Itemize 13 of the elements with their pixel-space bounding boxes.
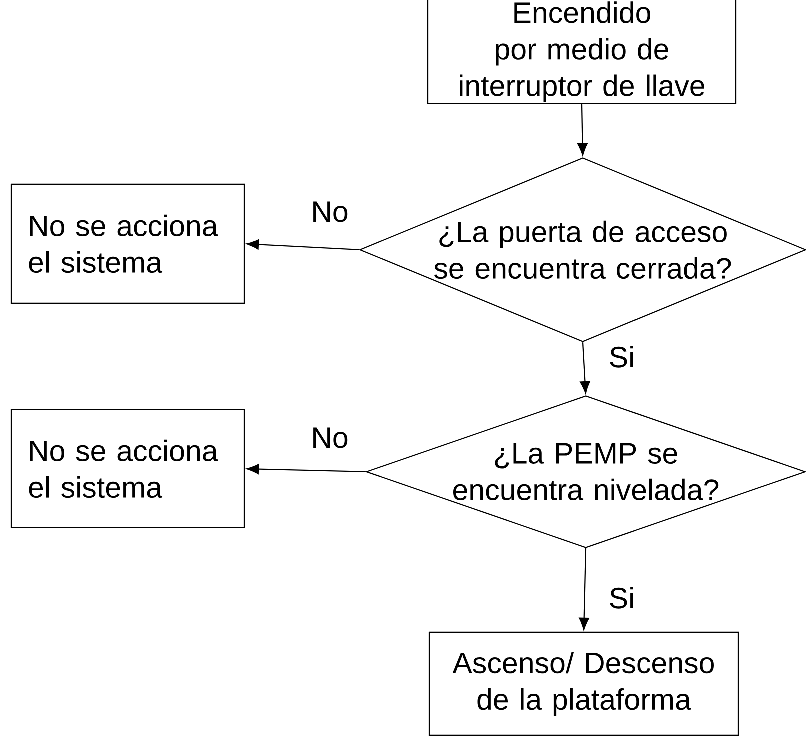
arrow <box>579 548 590 630</box>
edge-label: No <box>314 428 348 448</box>
arrow <box>578 104 588 156</box>
process-box: No se acciona el sistema <box>10 409 246 529</box>
edge-label: Si <box>610 346 634 368</box>
process-box: Ascenso/ Descenso de la plataforma <box>428 632 740 736</box>
edge-label: Si <box>610 587 634 609</box>
edge-label: No <box>314 202 348 222</box>
process-box: Encendido por medio de interruptor de llave <box>427 0 737 105</box>
arrow <box>580 342 590 394</box>
process-box: No se acciona el sistema <box>10 184 246 304</box>
arrow <box>246 464 366 474</box>
arrow <box>246 240 360 251</box>
